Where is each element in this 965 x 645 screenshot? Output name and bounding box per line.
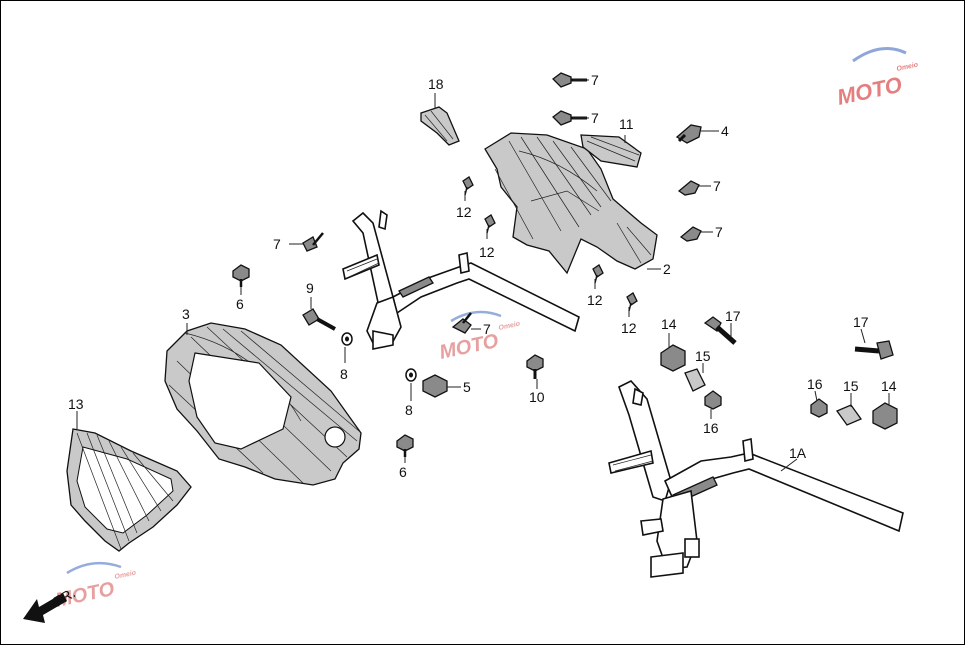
svg-text:Omeio: Omeio xyxy=(896,61,919,73)
watermark-top-right: MOTO Omeio xyxy=(835,47,919,110)
label-16-a: 16 xyxy=(703,420,719,436)
label-7-f: 7 xyxy=(483,321,491,337)
label-12-d: 12 xyxy=(621,320,637,336)
label-7-e: 7 xyxy=(273,236,281,252)
label-3: 3 xyxy=(182,306,190,322)
svg-text:Omeio: Omeio xyxy=(498,320,521,332)
label-2: 2 xyxy=(663,261,671,277)
label-7-b: 7 xyxy=(591,110,599,126)
front-arrow-icon xyxy=(23,593,67,623)
label-10: 10 xyxy=(529,389,545,405)
label-9: 9 xyxy=(306,280,314,296)
part-3-front-cover xyxy=(164,322,362,486)
label-11: 11 xyxy=(619,116,634,132)
svg-text:MOTO: MOTO xyxy=(835,72,904,110)
label-7-d: 7 xyxy=(715,224,723,240)
label-6-b: 6 xyxy=(399,464,407,480)
label-1A: 1A xyxy=(789,445,807,461)
label-12-b: 12 xyxy=(479,244,495,260)
part-2-rear-cover xyxy=(484,132,658,275)
svg-text:MOTO: MOTO xyxy=(437,330,500,364)
label-12-c: 12 xyxy=(587,292,603,308)
label-15-b: 15 xyxy=(843,378,859,394)
label-16-b: 16 xyxy=(807,376,823,392)
label-12-a: 12 xyxy=(456,204,472,220)
label-13: 13 xyxy=(68,396,84,412)
label-5: 5 xyxy=(463,379,471,395)
label-6-a: 6 xyxy=(236,296,244,312)
part-13-front-panel xyxy=(66,428,192,552)
label-8-a: 8 xyxy=(340,366,348,382)
label-15-a: 15 xyxy=(695,348,711,364)
leader-lines xyxy=(76,79,890,472)
label-4: 4 xyxy=(721,123,729,139)
label-14-a: 14 xyxy=(661,316,677,332)
label-8-b: 8 xyxy=(405,402,413,418)
part-18-bracket xyxy=(420,106,460,146)
part-11-trim xyxy=(580,134,642,168)
label-7-c: 7 xyxy=(713,178,721,194)
part-1A-handlebar-lower xyxy=(608,380,904,578)
label-17-b: 17 xyxy=(853,314,869,330)
watermark-center: MOTO Omeio xyxy=(437,310,521,364)
label-14-b: 14 xyxy=(881,378,897,394)
label-7-a: 7 xyxy=(591,72,599,88)
callout-labels: 18 7 7 11 4 7 7 12 12 12 12 2 7 6 9 8 3 … xyxy=(68,72,897,480)
part-handlebar-upper xyxy=(342,209,580,350)
label-17-a: 17 xyxy=(725,308,741,324)
svg-text:Omeio: Omeio xyxy=(114,569,137,581)
label-18: 18 xyxy=(428,76,444,92)
